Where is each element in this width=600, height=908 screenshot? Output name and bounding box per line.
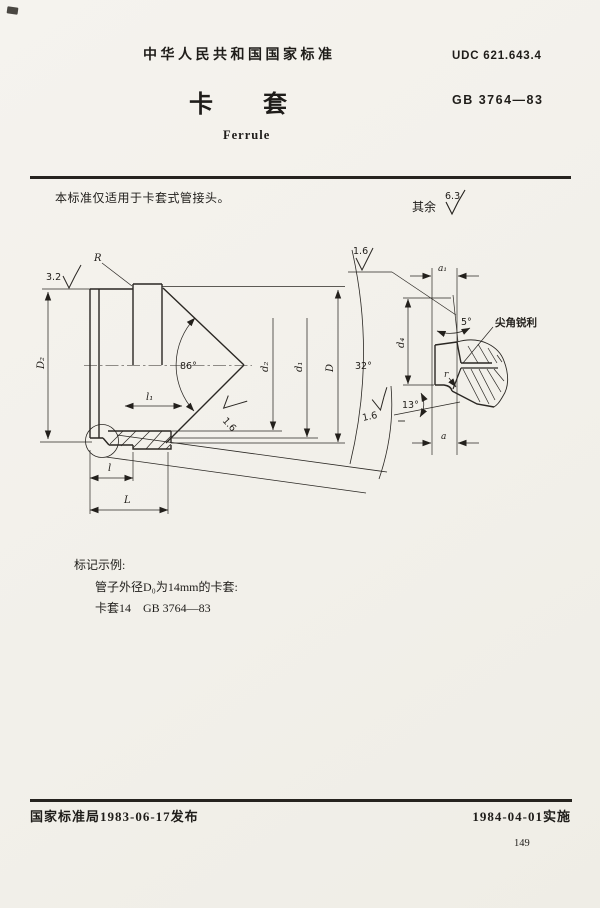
general-roughness-note: 其余 6.3 [412, 188, 472, 218]
example-heading: 标记示例: [74, 558, 126, 572]
roughness-value: 6.3 [445, 191, 460, 202]
main-L-label: L [123, 495, 131, 506]
main-d1-label: d₁ [294, 362, 305, 372]
detail-break-boundary [456, 339, 509, 408]
main-roughness-top-label: 3.2 [46, 272, 61, 283]
footer-rule [30, 799, 572, 802]
roughness-symbol-3-2 [62, 264, 82, 290]
marking-example-block: 标记示例: 管子外径D₀为14mm的卡套: 卡套14 GB 3764—83 [74, 555, 238, 620]
detail-callout-circle [85, 424, 119, 458]
roughness-symbol-detail-top [355, 247, 374, 272]
detail-d4-label: d₄ [396, 338, 407, 348]
main-cone-angle-label: 86° [180, 361, 197, 372]
main-d2-label: d₂ [260, 362, 271, 372]
roughness-symbol: 6.3 [445, 189, 466, 216]
main-radius-label: R [93, 253, 102, 264]
example-line1: 管子外径D₀为14mm的卡套: [95, 579, 238, 594]
main-D-label: D [325, 364, 336, 373]
detail-view [348, 247, 509, 455]
page-title: 卡套 [189, 92, 337, 118]
detail-sharp-corner-note: 尖角锐利 [495, 316, 537, 329]
detail-angle13-label: 13° [402, 400, 419, 411]
detail-angle5-label: 5° [461, 317, 472, 328]
scan-artifact-mark [6, 6, 19, 15]
detail-a-label: a [441, 432, 446, 442]
other-surfaces-label: 其余 [412, 200, 437, 214]
main-l-label: l [108, 463, 111, 474]
page-number: 149 [514, 838, 530, 849]
main-break-angle-label: 32° [355, 361, 372, 372]
roughness-symbol-cone [222, 395, 248, 409]
ferrule-technical-drawing: 3.2 R D₂ l₁ 86° 1.6 d₂ d₁ D l L 32° [36, 246, 537, 514]
main-view [40, 249, 393, 514]
header-rule [30, 176, 571, 179]
detail-a1-label: a₁ [438, 264, 447, 274]
scope-statement: 本标准仅适用于卡套式管接头。 [55, 191, 231, 205]
roughness-symbol-detail-bottom [371, 387, 388, 412]
standard-code: GB 3764—83 [452, 93, 544, 107]
detail-roughness-top-label: 1.6 [353, 246, 368, 257]
national-standard-heading: 中华人民共和国国家标准 [143, 48, 336, 63]
effective-date: 1984-04-01实施 [472, 809, 571, 824]
example-line2: 卡套14 GB 3764—83 [95, 601, 211, 615]
detail-roughness-bottom-label: 1.6 [361, 410, 378, 424]
break-arc-left [349, 249, 364, 465]
udc-number: UDC 621.643.4 [452, 50, 542, 62]
main-l1-label: l₁ [146, 392, 153, 403]
detail-r-label: r [444, 370, 449, 380]
break-arc-right [378, 385, 393, 480]
issued-date: 国家标准局1983-06-17发布 [30, 809, 199, 824]
page-title-english: Ferrule [223, 128, 271, 142]
main-D2-label: D₂ [36, 357, 47, 370]
